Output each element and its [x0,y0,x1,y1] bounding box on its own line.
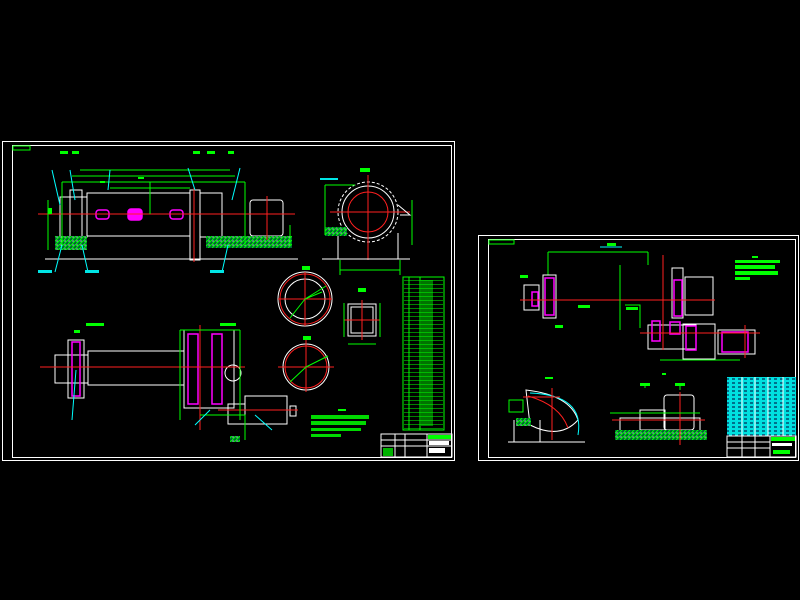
feed-end-flange [69,189,83,243]
sheet-2-inner-border [488,239,796,458]
dimension-lines [47,169,291,250]
sheet-2-notes [735,256,780,280]
end-view-label [360,168,370,172]
sheet-2-parts-list [727,377,796,436]
sheet-1-notes [311,409,369,437]
sheet-1-title-block [380,433,453,458]
plan-view [40,323,298,442]
side-view-sheet-2 [610,373,707,445]
feed-end-bearing [59,196,88,238]
foundation-left [55,236,87,250]
girth-gear [189,189,201,261]
dimension-labels [48,151,234,214]
sheet-2 [478,235,799,461]
sheet-1-parts-list [402,276,445,431]
sheet-2-outer-border [478,235,799,461]
end-view-sheet-2 [508,377,585,443]
plan-shell [87,350,185,386]
sheet-1 [2,141,455,461]
section-a-view [277,266,333,327]
sheet-1-inner-border [12,145,452,458]
foundation-right [206,236,292,248]
end-elevation-view [320,168,413,275]
discharge-end-bearing [199,192,223,238]
detail-window-view [343,288,381,345]
sheet-2-title-block [726,435,797,458]
section-b-view [278,336,334,392]
sheet-1-outer-border [2,141,455,461]
leader-labels [38,270,224,273]
sheet-1-corner-label [12,145,31,151]
drive-plan-view [520,243,760,361]
side-elevation-view [38,151,298,273]
leader-lines [51,167,241,273]
